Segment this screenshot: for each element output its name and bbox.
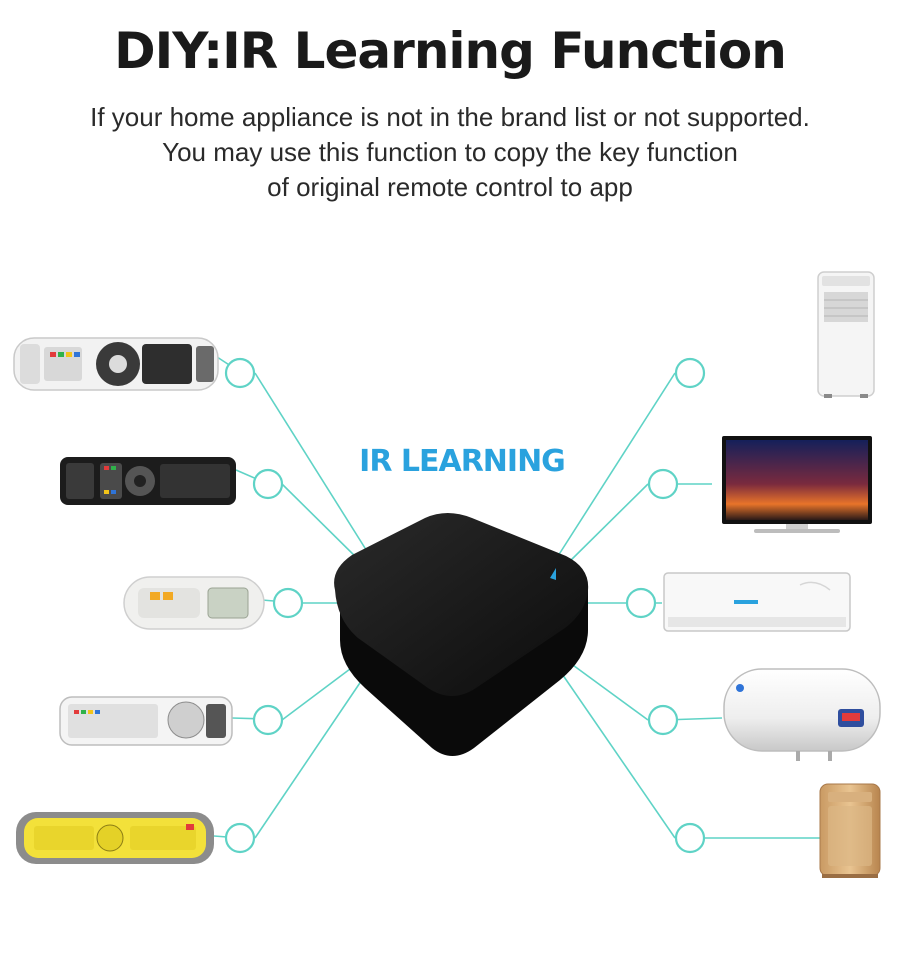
water-heater-icon — [723, 668, 881, 761]
subtitle-line-3: of original remote control to app — [267, 172, 633, 202]
ir-indicator-icon — [550, 568, 556, 580]
subtitle: If your home appliance is not in the bra… — [0, 100, 900, 205]
node-left-4 — [252, 704, 284, 736]
node-right-4 — [647, 704, 679, 736]
node-left-2 — [252, 468, 284, 500]
node-right-2 — [647, 468, 679, 500]
ir-hub-device — [334, 513, 589, 756]
universal-remote-white-icon — [59, 696, 233, 746]
node-left-3 — [272, 587, 304, 619]
split-air-conditioner-icon — [663, 572, 851, 632]
node-left-5 — [224, 822, 256, 854]
connector-nodes — [224, 357, 706, 854]
node-right-1 — [674, 357, 706, 389]
ac-remote-icon — [123, 576, 265, 630]
page-title: DIY:IR Learning Function — [114, 22, 787, 80]
universal-remote-yellow-icon — [16, 812, 214, 864]
subtitle-line-2: You may use this function to copy the ke… — [162, 137, 738, 167]
node-left-1 — [224, 357, 256, 389]
portable-air-conditioner-icon — [817, 271, 875, 398]
ir-learning-label: IR LEARNING — [359, 444, 566, 479]
television-icon — [722, 436, 872, 533]
tv-remote-black-icon — [60, 457, 236, 505]
air-purifier-icon — [819, 783, 881, 878]
node-right-5 — [674, 822, 706, 854]
subtitle-line-1: If your home appliance is not in the bra… — [90, 102, 810, 132]
node-right-3 — [625, 587, 657, 619]
tv-remote-white-icon — [13, 337, 219, 391]
